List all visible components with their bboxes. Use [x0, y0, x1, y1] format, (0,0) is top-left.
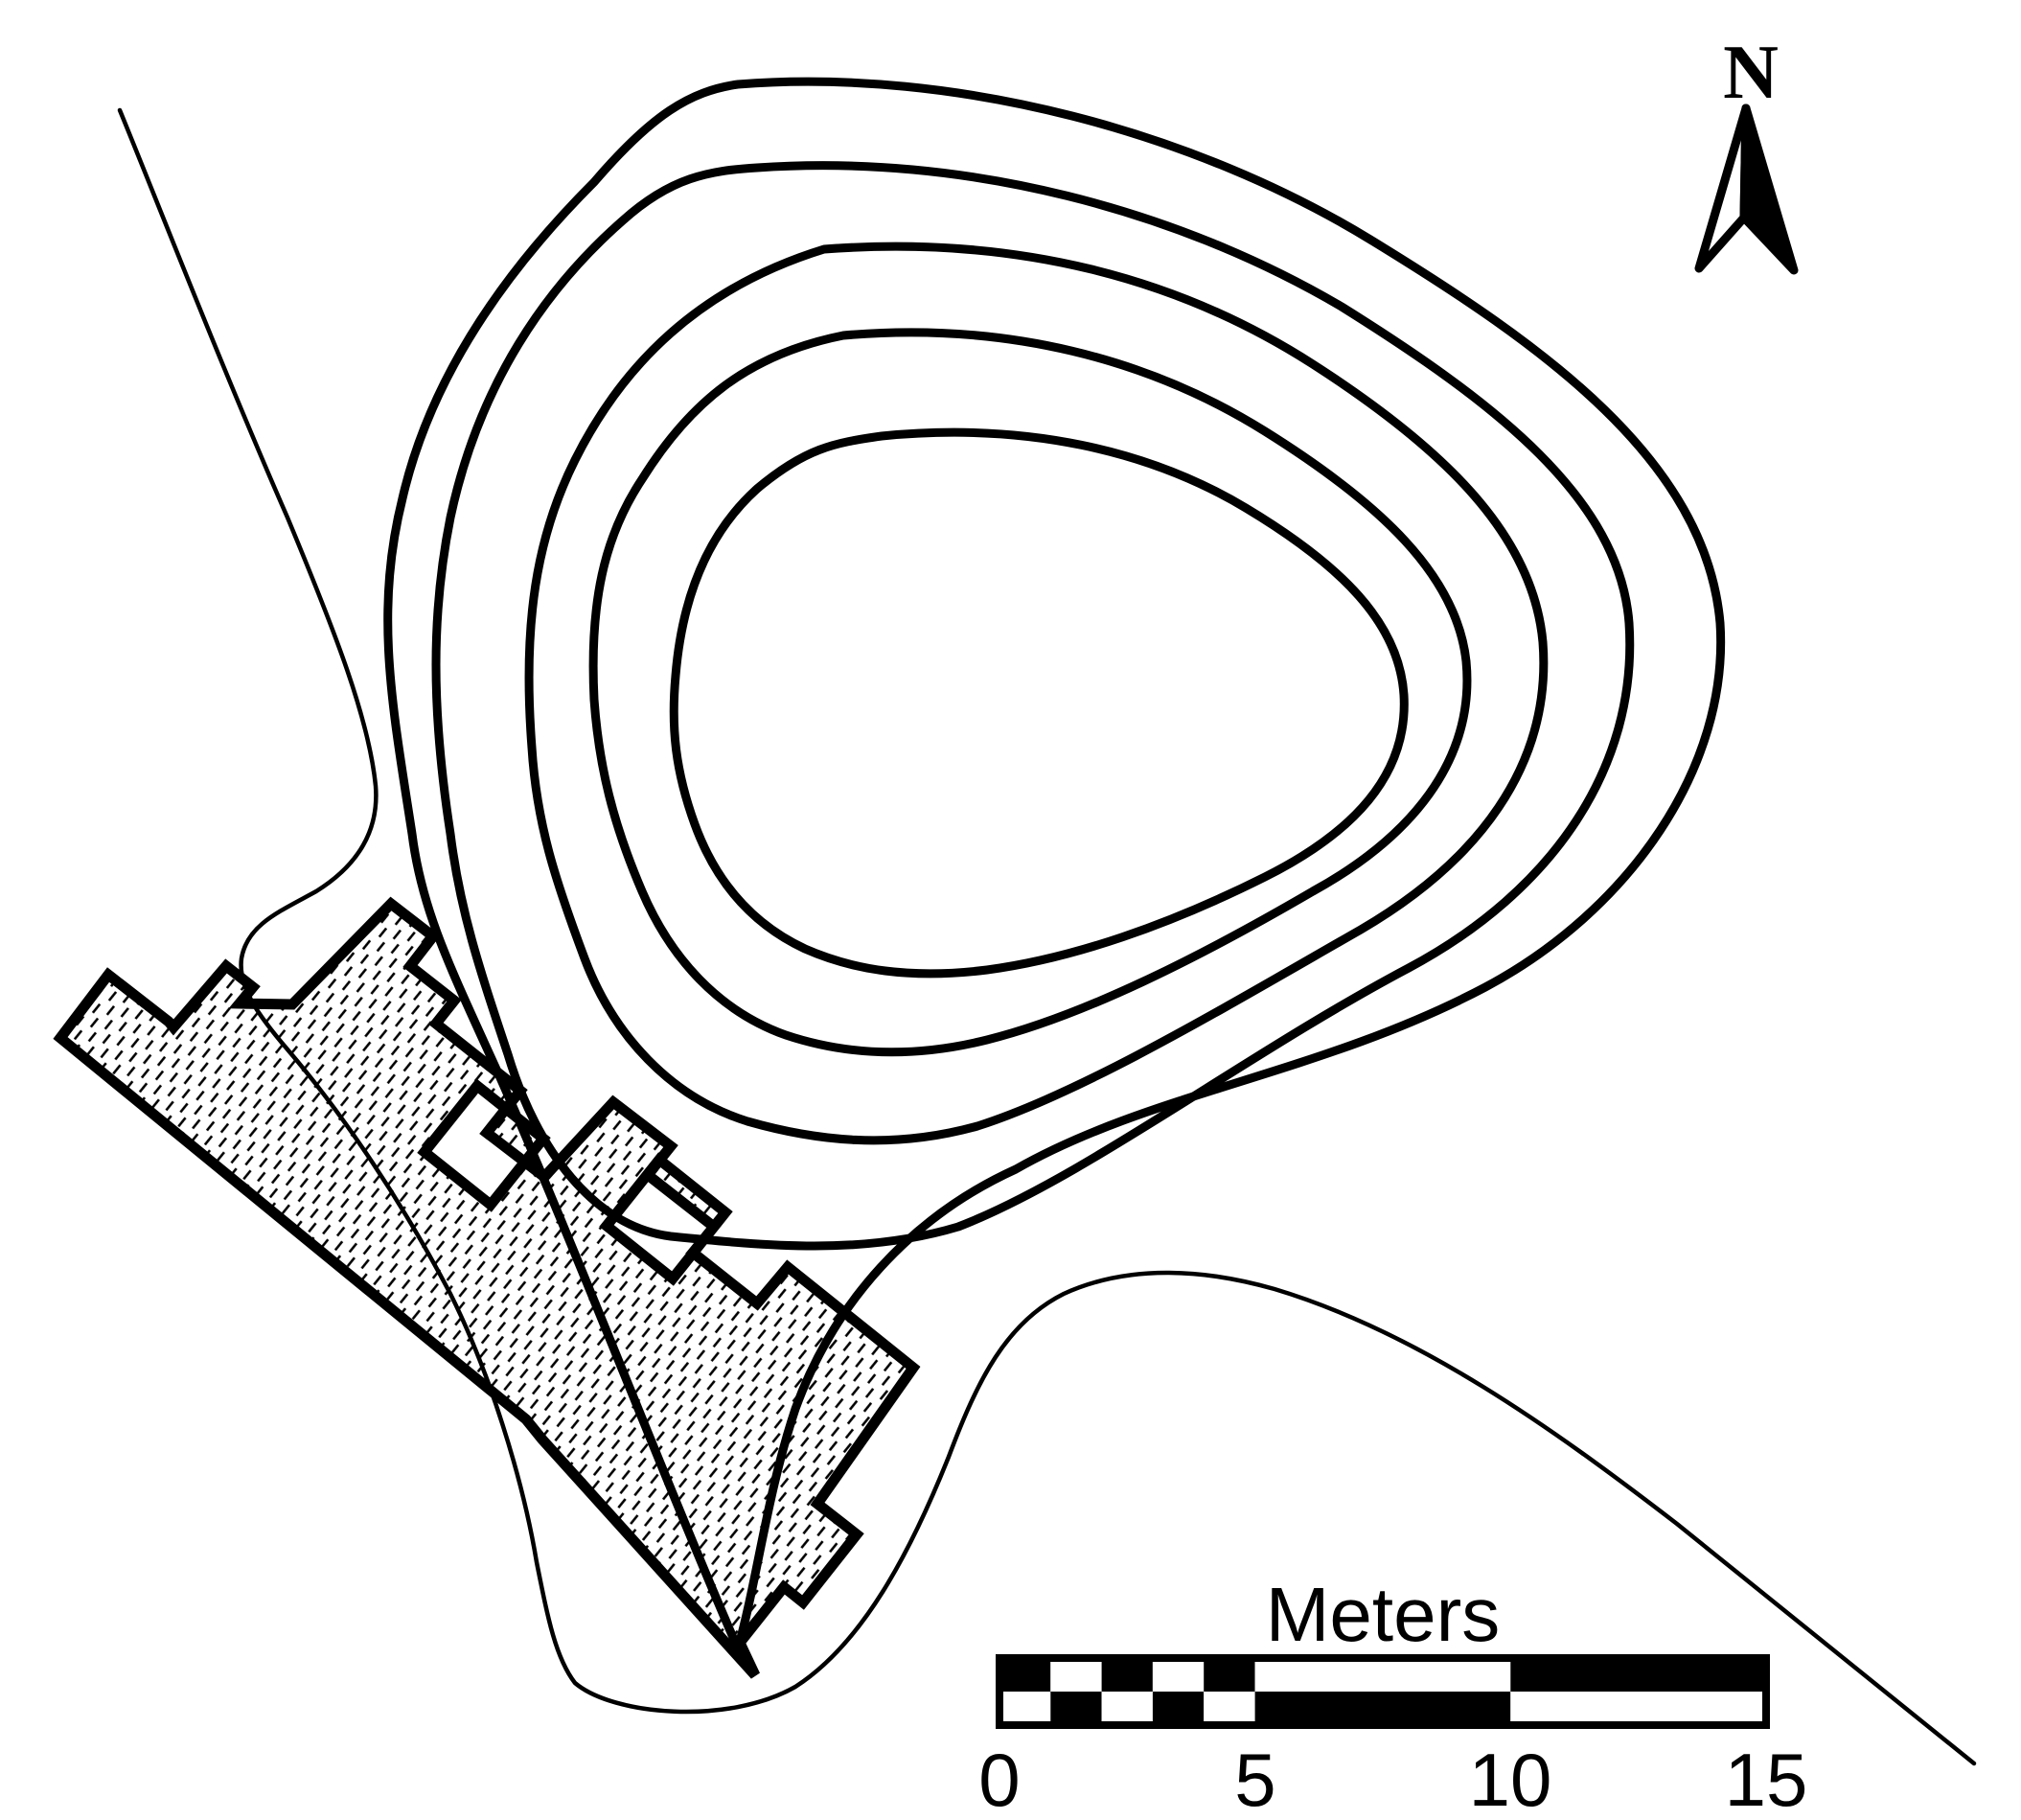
scale-tick-5: 5 [1234, 1738, 1275, 1820]
contour-ring-2 [431, 161, 1635, 1251]
scale-bar-tick-labels: 0 5 10 15 [978, 1738, 1807, 1820]
contour-rings-inner [524, 242, 1549, 1145]
north-arrow-right-half-icon [1739, 104, 1799, 275]
contour-ring-1 [383, 77, 1726, 1653]
contour-ring-3 [524, 242, 1549, 1145]
contour-ring-5 [669, 427, 1409, 979]
stream [117, 107, 1977, 1766]
scale-tick-10: 10 [1469, 1738, 1552, 1820]
scale-bar-checker [996, 1654, 1770, 1729]
stream-line [117, 107, 1977, 1766]
contour-ring-4 [588, 328, 1472, 1057]
north-label: N [1723, 31, 1779, 115]
scale-bar: Meters [978, 1572, 1807, 1820]
scale-bar-border [996, 1654, 1770, 1729]
north-arrow: N [1694, 31, 1799, 275]
contour-rings-outer [383, 77, 1726, 1653]
scale-bar-title: Meters [1266, 1572, 1501, 1657]
scale-tick-0: 0 [978, 1738, 1020, 1820]
scale-tick-15: 15 [1725, 1738, 1808, 1820]
